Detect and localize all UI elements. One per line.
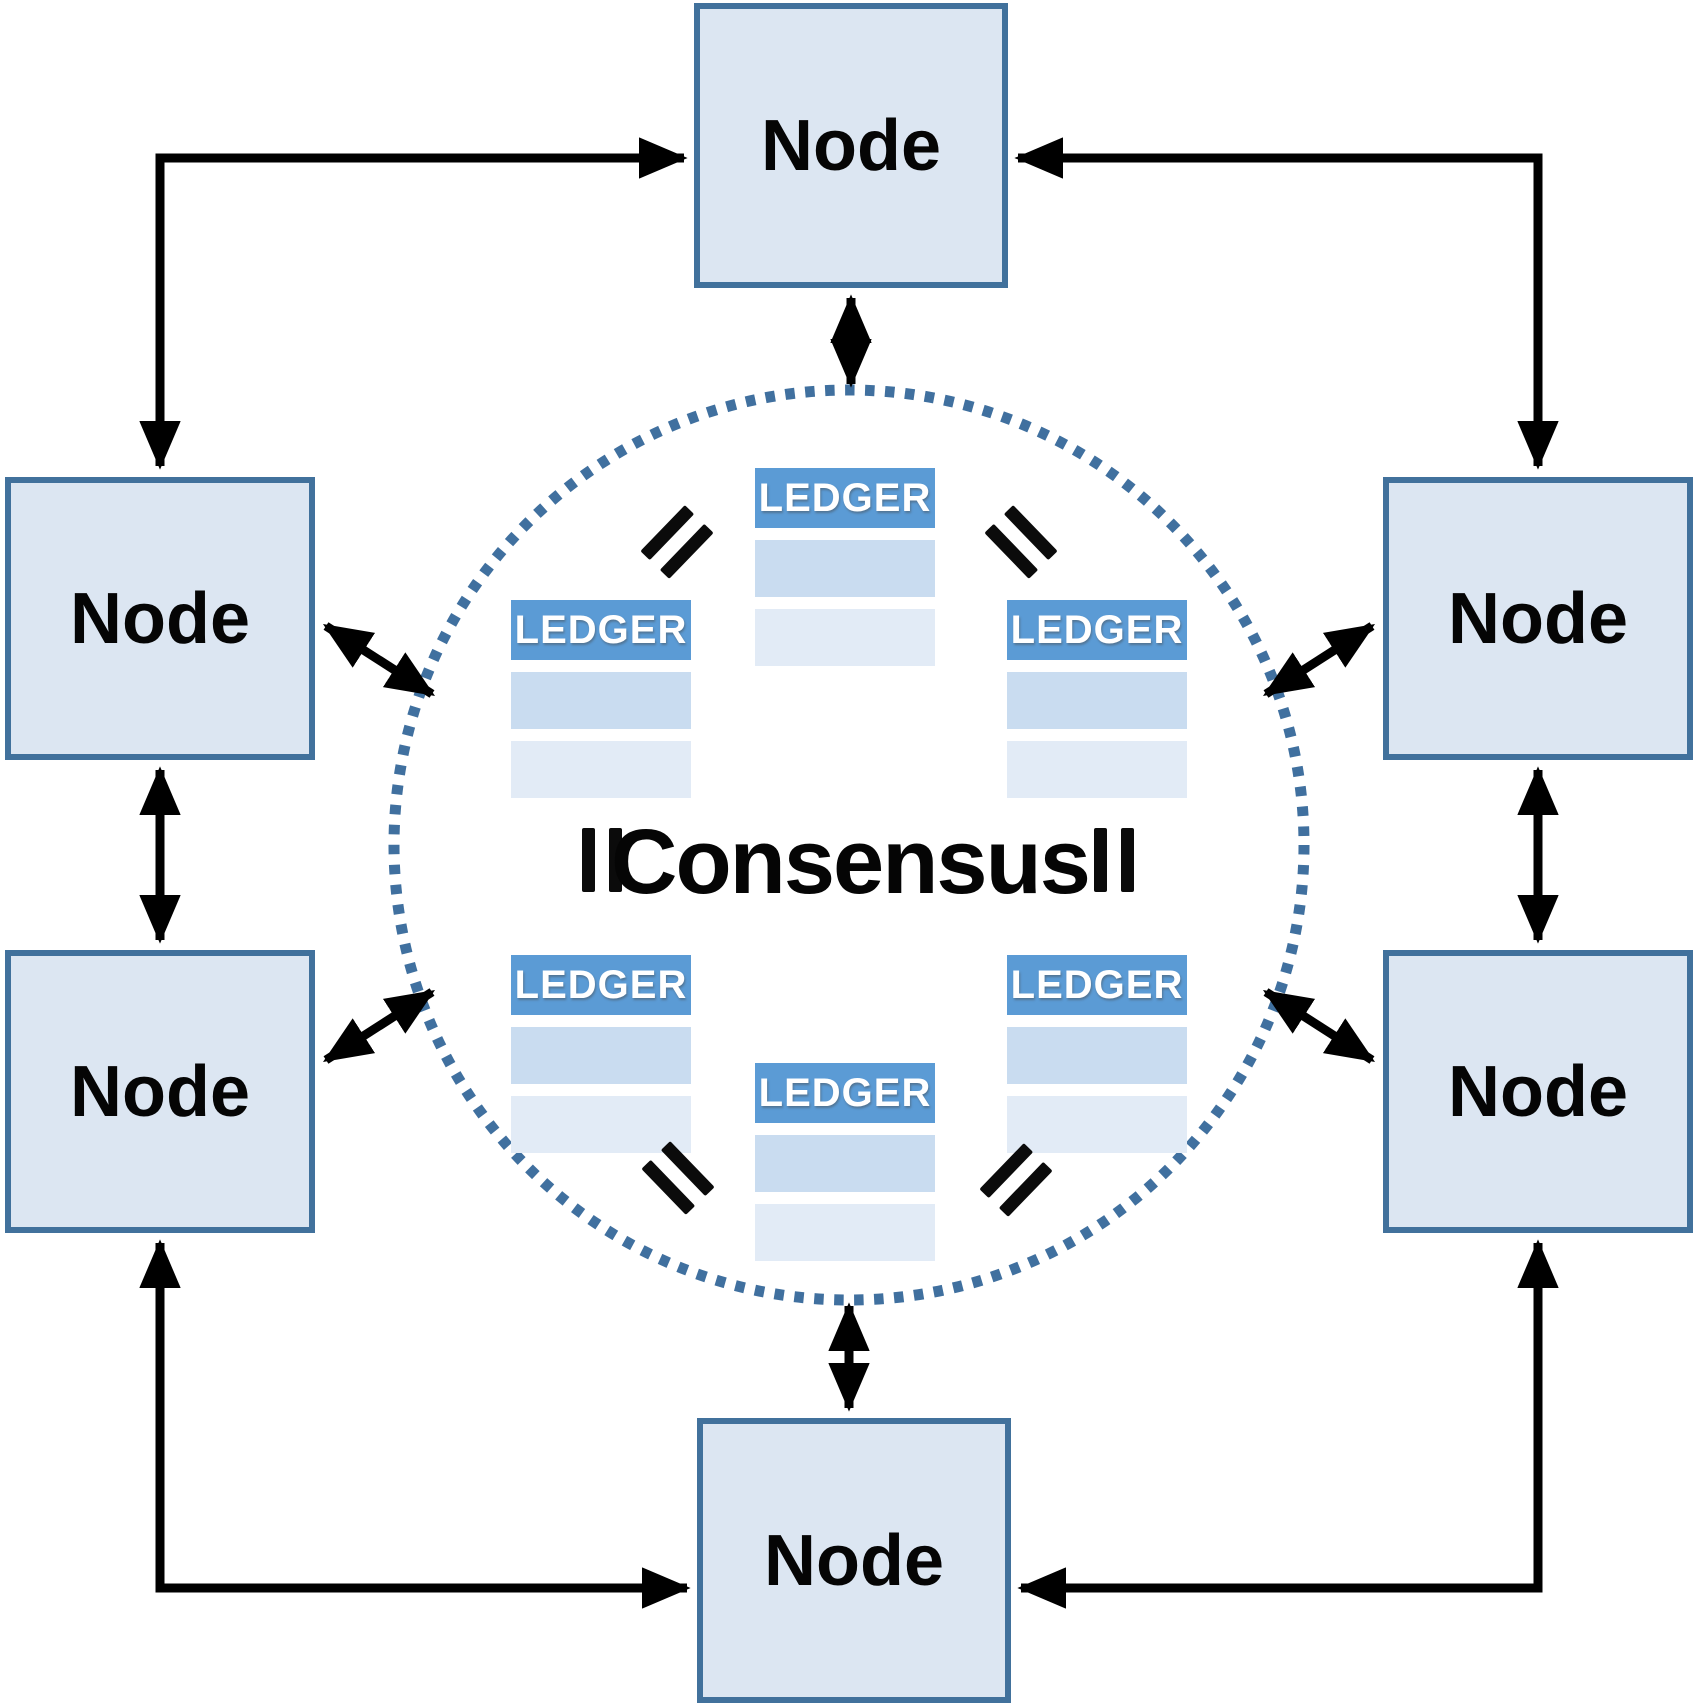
- ledger-header: LEDGER: [755, 1063, 935, 1123]
- node-box-right-lower: Node: [1383, 950, 1693, 1233]
- connector-left-lower-to-bottom-node: [139, 1239, 691, 1609]
- ledger-row: [755, 609, 935, 666]
- ledger-row: [1007, 741, 1187, 798]
- ledger-row: [1007, 1096, 1187, 1153]
- ledger-row: [1007, 1027, 1187, 1084]
- equals-icon: [1094, 828, 1134, 892]
- node-box-right-upper: Node: [1383, 477, 1693, 760]
- node-label: Node: [1448, 1051, 1628, 1132]
- ledger-header: LEDGER: [1007, 600, 1187, 660]
- node-label: Node: [1448, 578, 1628, 659]
- ledger-row: [755, 540, 935, 597]
- ledger-table-upper-right: LEDGER: [1007, 600, 1187, 798]
- node-label: Node: [764, 1520, 944, 1601]
- ledger-row: [1007, 672, 1187, 729]
- equals-bar: [1121, 828, 1134, 892]
- ledger-header: LEDGER: [755, 468, 935, 528]
- ledger-row: [755, 1204, 935, 1261]
- connector-left-upper-to-top-node: [139, 137, 688, 470]
- node-label: Node: [70, 578, 250, 659]
- arrow-right-upper-node-to-circle: [1262, 622, 1376, 698]
- ledger-header: LEDGER: [1007, 955, 1187, 1015]
- ledger-row: [511, 1027, 691, 1084]
- node-box-left-upper: Node: [5, 477, 315, 760]
- arrow-left-upper-node-to-circle: [322, 622, 436, 698]
- arrow-left-lower-node-to-circle: [322, 988, 436, 1064]
- arrow-right-lower-node-to-circle: [1262, 988, 1376, 1064]
- ledger-table-bottom-center: LEDGER: [755, 1063, 935, 1261]
- node-box-left-lower: Node: [5, 950, 315, 1233]
- ledger-row: [511, 1096, 691, 1153]
- consensus-title: Consensus: [611, 811, 1091, 913]
- node-box-bottom: Node: [697, 1418, 1011, 1703]
- ledger-row: [511, 672, 691, 729]
- node-box-top: Node: [694, 3, 1008, 288]
- node-label: Node: [761, 105, 941, 186]
- equals-bar: [582, 828, 595, 892]
- ledger-table-lower-left: LEDGER: [511, 955, 691, 1153]
- ledger-table-upper-left: LEDGER: [511, 600, 691, 798]
- ledger-table-lower-right: LEDGER: [1007, 955, 1187, 1153]
- ledger-table-top-center: LEDGER: [755, 468, 935, 666]
- consensus-circle-dotted-border: [388, 384, 1310, 1306]
- connector-right-lower-to-bottom-node: [1017, 1239, 1559, 1609]
- ledger-header: LEDGER: [511, 600, 691, 660]
- ledger-row: [511, 741, 691, 798]
- ledger-header: LEDGER: [511, 955, 691, 1015]
- connector-right-upper-to-top-node: [1014, 137, 1559, 470]
- ledger-row: [755, 1135, 935, 1192]
- node-label: Node: [70, 1051, 250, 1132]
